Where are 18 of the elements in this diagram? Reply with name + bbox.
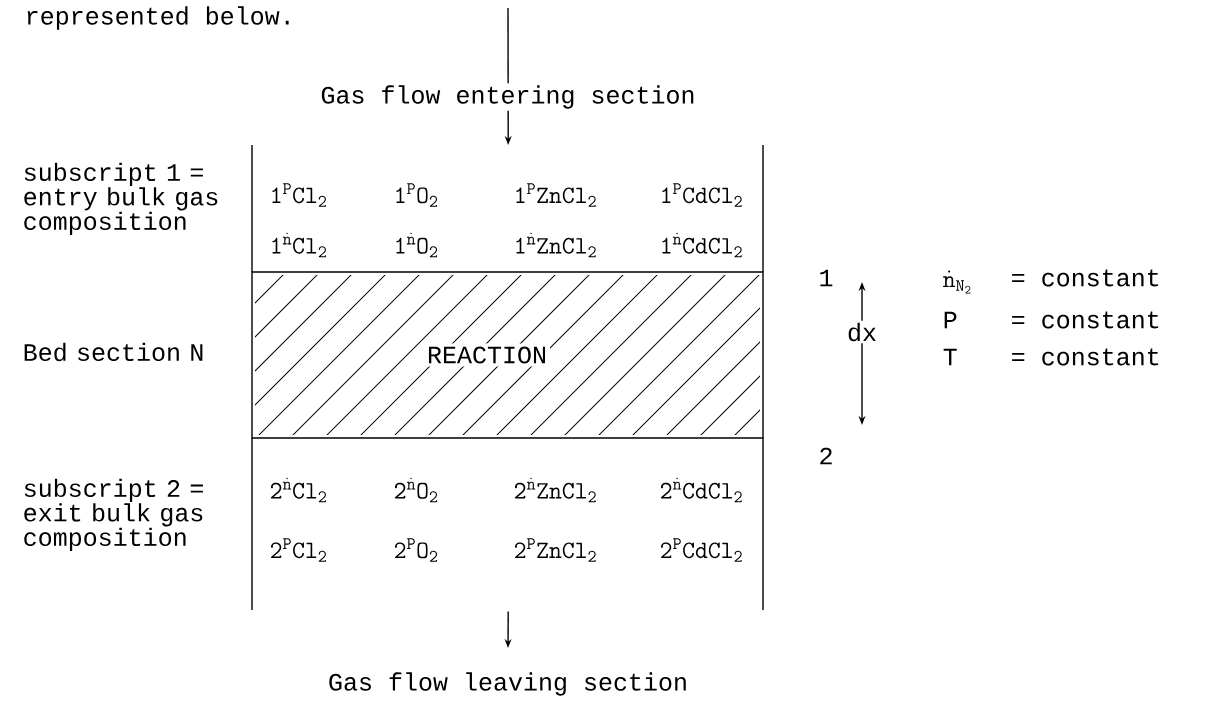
side-note: subscript 2 = exit bulk gas composition	[24, 478, 203, 551]
symbol-label: T	[943, 348, 957, 366]
symbol-label: P	[944, 311, 957, 329]
edge-label: Gas flow entering section	[321, 85, 694, 109]
equation-text: = constant	[1012, 311, 1159, 329]
equation-text: = constant	[1012, 348, 1159, 366]
equation-text: = constant	[1012, 269, 1159, 287]
composition-band: $\mathtt{2}^{\dot{\mathtt{n}}}\mathtt{Cl_{2}}$ $\mathtt{2}^{\dot{\mathtt{n}}}\mathtt{O_{2}}$ $\mathtt{2}^{\dot{\mathtt{n}}}\mathtt{ZnCl_{2}}$ $\mathtt{2}^{\dot{\mathtt{n}}}\mathtt{CdCl_{2}}$ $\mathtt{2^{P}Cl_{2}}$ $\mathtt{2^{P}O_{2}}$ $\mathtt{2^{P}ZnCl_{2}}$ $\mathtt{2^{P}CdCl_{2}}$	[251, 437, 764, 611]
caption-text: represented below.	[27, 6, 289, 30]
hatched-bed-section: REACTION	[251, 271, 764, 439]
edge-label: Gas flow leaving section	[329, 672, 686, 696]
composition-band: $\mathtt{1^{P}Cl_{2}}$ $\mathtt{1^{P}O_{2}}$ $\mathtt{1^{P}ZnCl_{2}}$ $\mathtt{1^{P}CdCl_{2}}$ $\mathtt{1}^{\dot{\mathtt{n}}}\mathtt{Cl_{2}}$ $\mathtt{1}^{\dot{\mathtt{n}}}\mathtt{O_{2}}$ $\mathtt{1}^{\dot{\mathtt{n}}}\mathtt{ZnCl_{2}}$ $\mathtt{1}^{\dot{\mathtt{n}}}\mathtt{CdCl_{2}}$	[251, 144, 764, 273]
symbol-label: $\dot{\mathtt{n}}_{\mathtt{N_{2}}}$	[943, 270, 971, 294]
side-note: Bed section N	[24, 342, 203, 362]
position-number: 2	[820, 447, 832, 465]
side-note: subscript 1 = entry bulk gas composition	[24, 162, 218, 235]
position-number: 1	[820, 269, 833, 287]
dimension-label: dx	[845, 320, 879, 344]
